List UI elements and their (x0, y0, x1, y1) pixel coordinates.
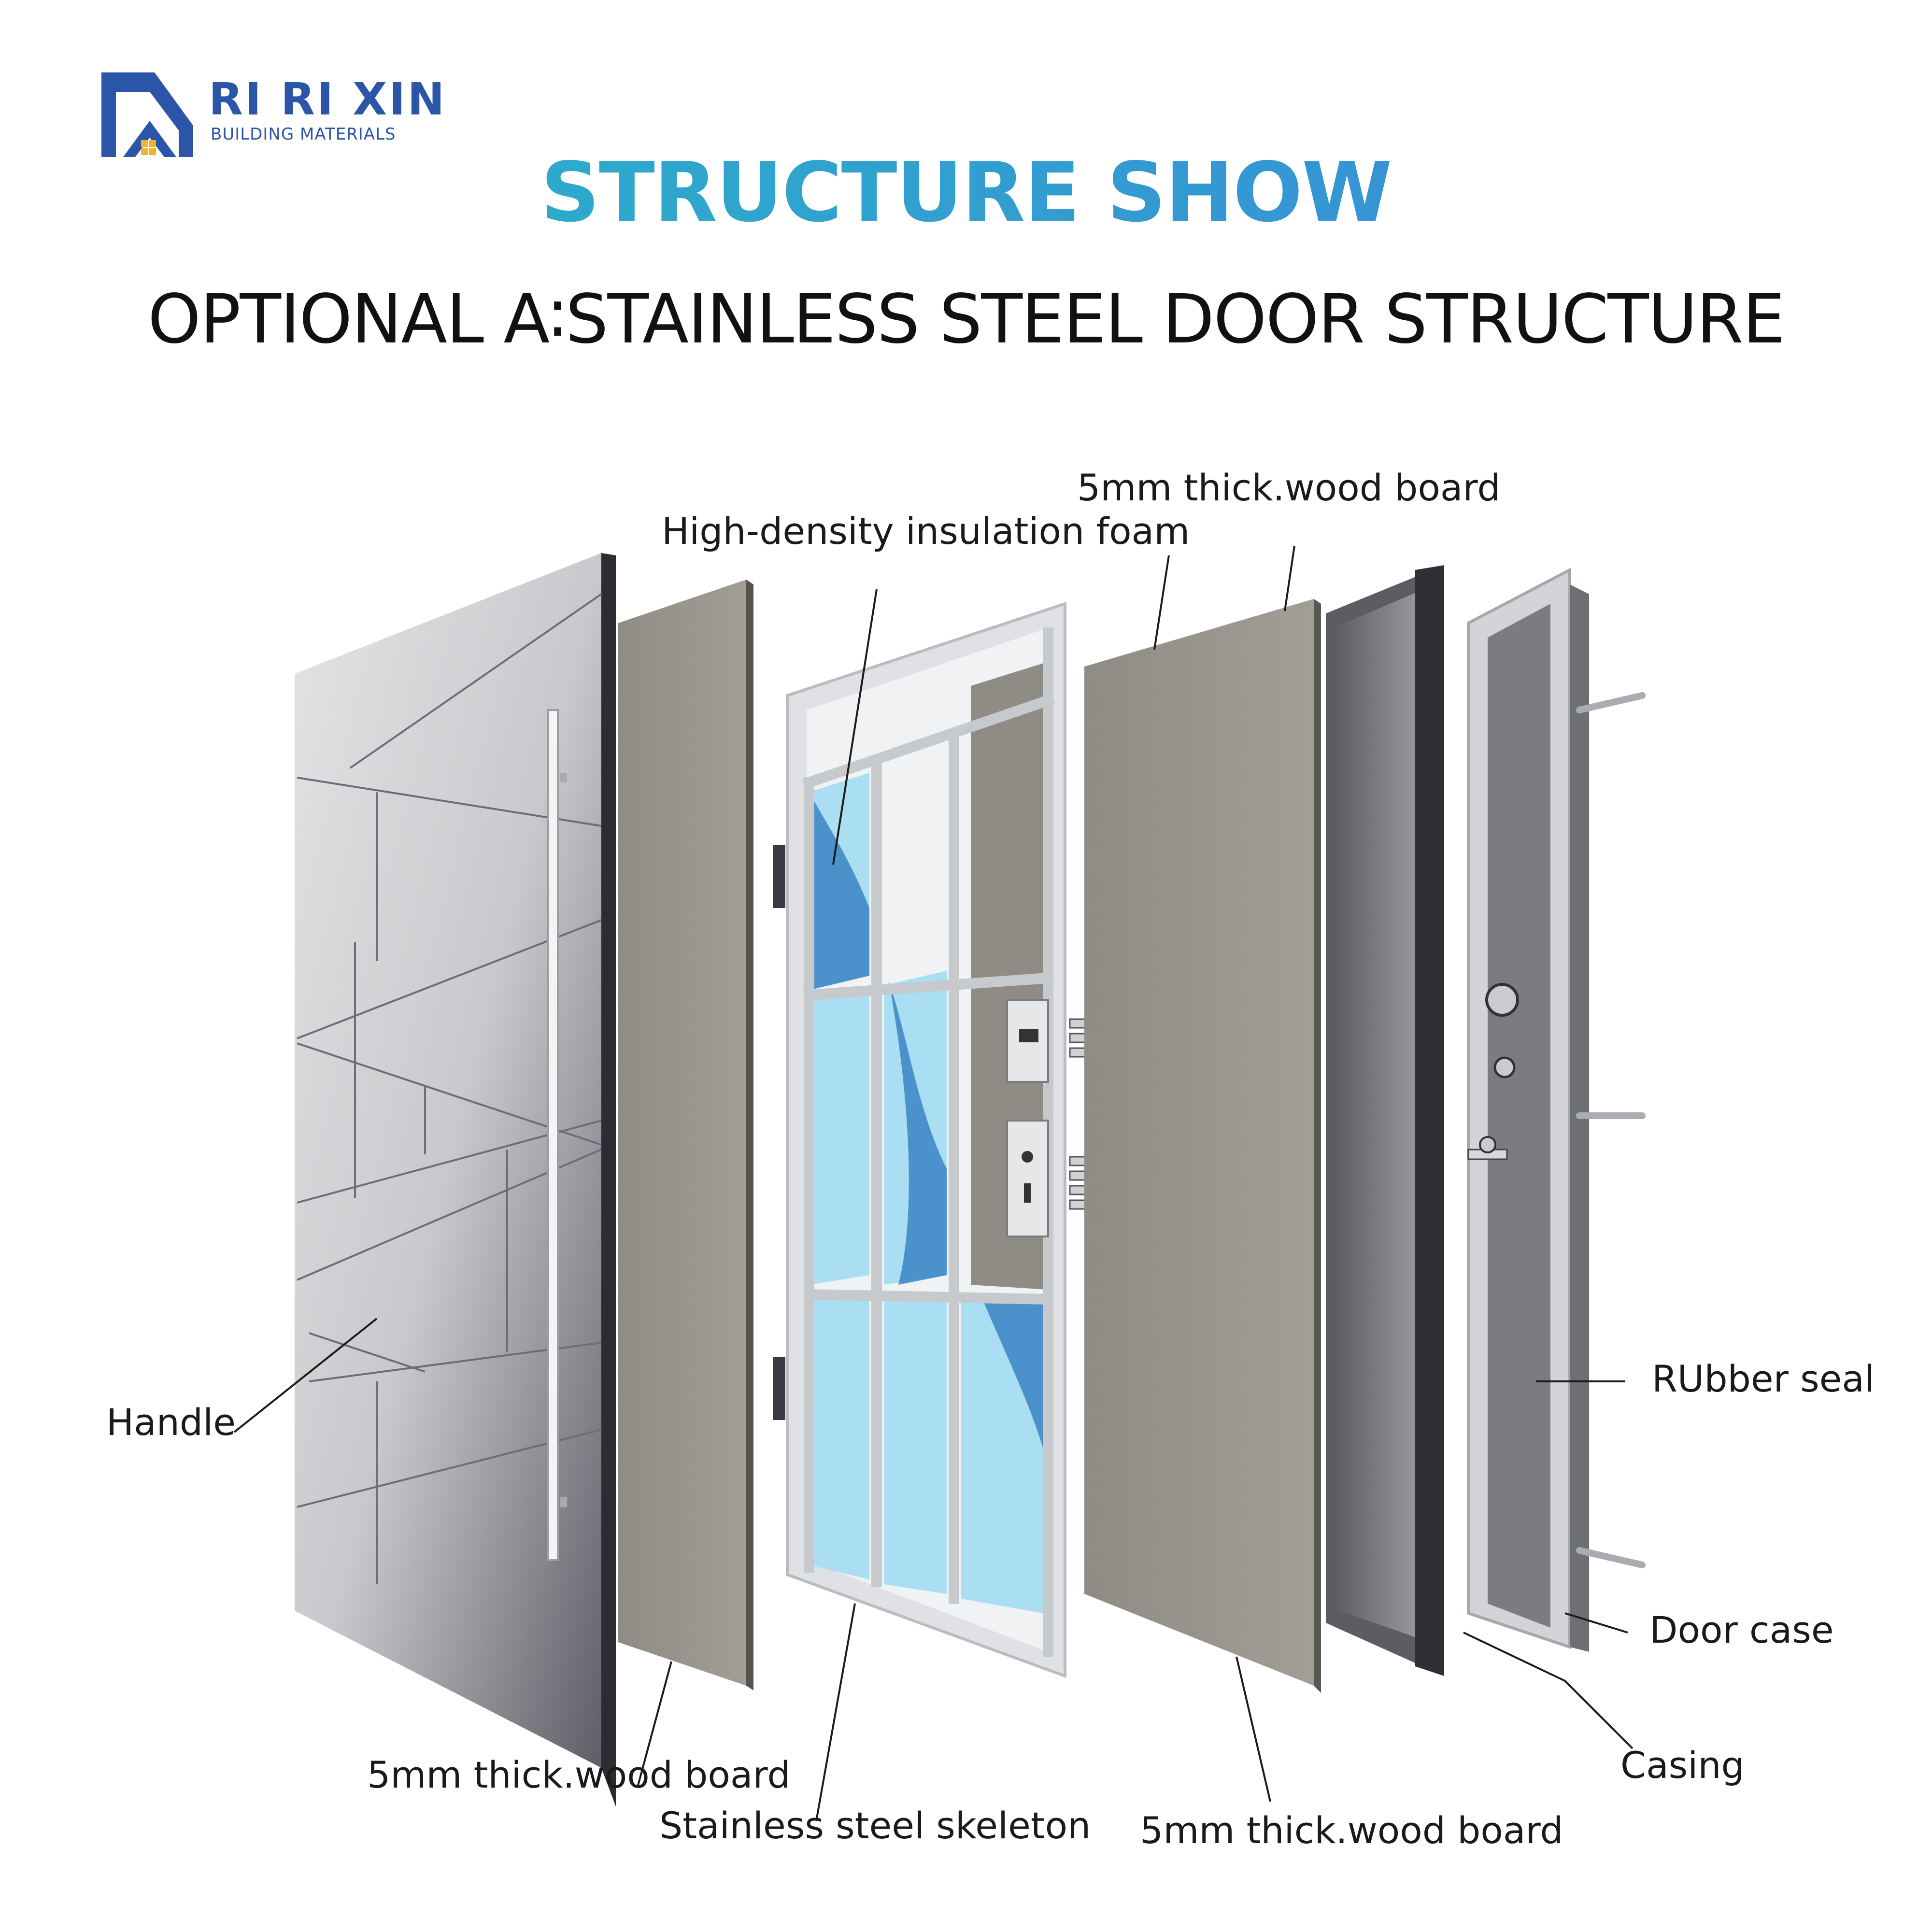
label-insulation-foam: High-density insulation foam (662, 510, 1190, 553)
outer-door-panel (295, 553, 616, 1806)
label-wood-board-left: 5mm thick.wood board (367, 1753, 791, 1796)
wood-board-layer-2 (1084, 599, 1321, 1693)
leader-lines (233, 545, 1634, 1821)
brand-logo-icon (101, 72, 193, 157)
page-title: STRUCTURE SHOW (0, 145, 1932, 241)
label-rubber-seal: RUbber seal (1652, 1357, 1875, 1400)
brand-tagline: BUILDING MATERIALS (211, 125, 396, 144)
casing-layer (1326, 565, 1444, 1676)
wood-board-layer-1 (618, 580, 753, 1690)
label-door-case: Door case (1649, 1608, 1834, 1651)
lock-box-lower (1006, 1120, 1049, 1237)
label-wood-board-top: 5mm thick.wood board (1077, 466, 1501, 509)
door-case-frame (1467, 568, 1646, 1652)
insulation-foam (809, 773, 1043, 1613)
anchor-rods (1576, 692, 1646, 1568)
cylinder-icon (1493, 1056, 1516, 1079)
stainless-steel-skeleton (773, 601, 1105, 1678)
label-casing: Casing (1620, 1744, 1745, 1787)
label-stainless-steel-skeleton: Stainless steel skeleton (659, 1804, 1091, 1847)
page-subtitle: OPTIONAL A∶STAINLESS STEEL DOOR STRUCTUR… (147, 280, 1785, 359)
label-wood-board-bottom: 5mm thick.wood board (1140, 1809, 1563, 1852)
label-handle: Handle (106, 1401, 236, 1444)
hinge-upper (773, 845, 785, 908)
hinge-lower (773, 1357, 785, 1420)
handle-bar (547, 709, 559, 1561)
deadbolt-icon (1485, 983, 1519, 1017)
brand-name: RI RI XIN (209, 73, 447, 125)
